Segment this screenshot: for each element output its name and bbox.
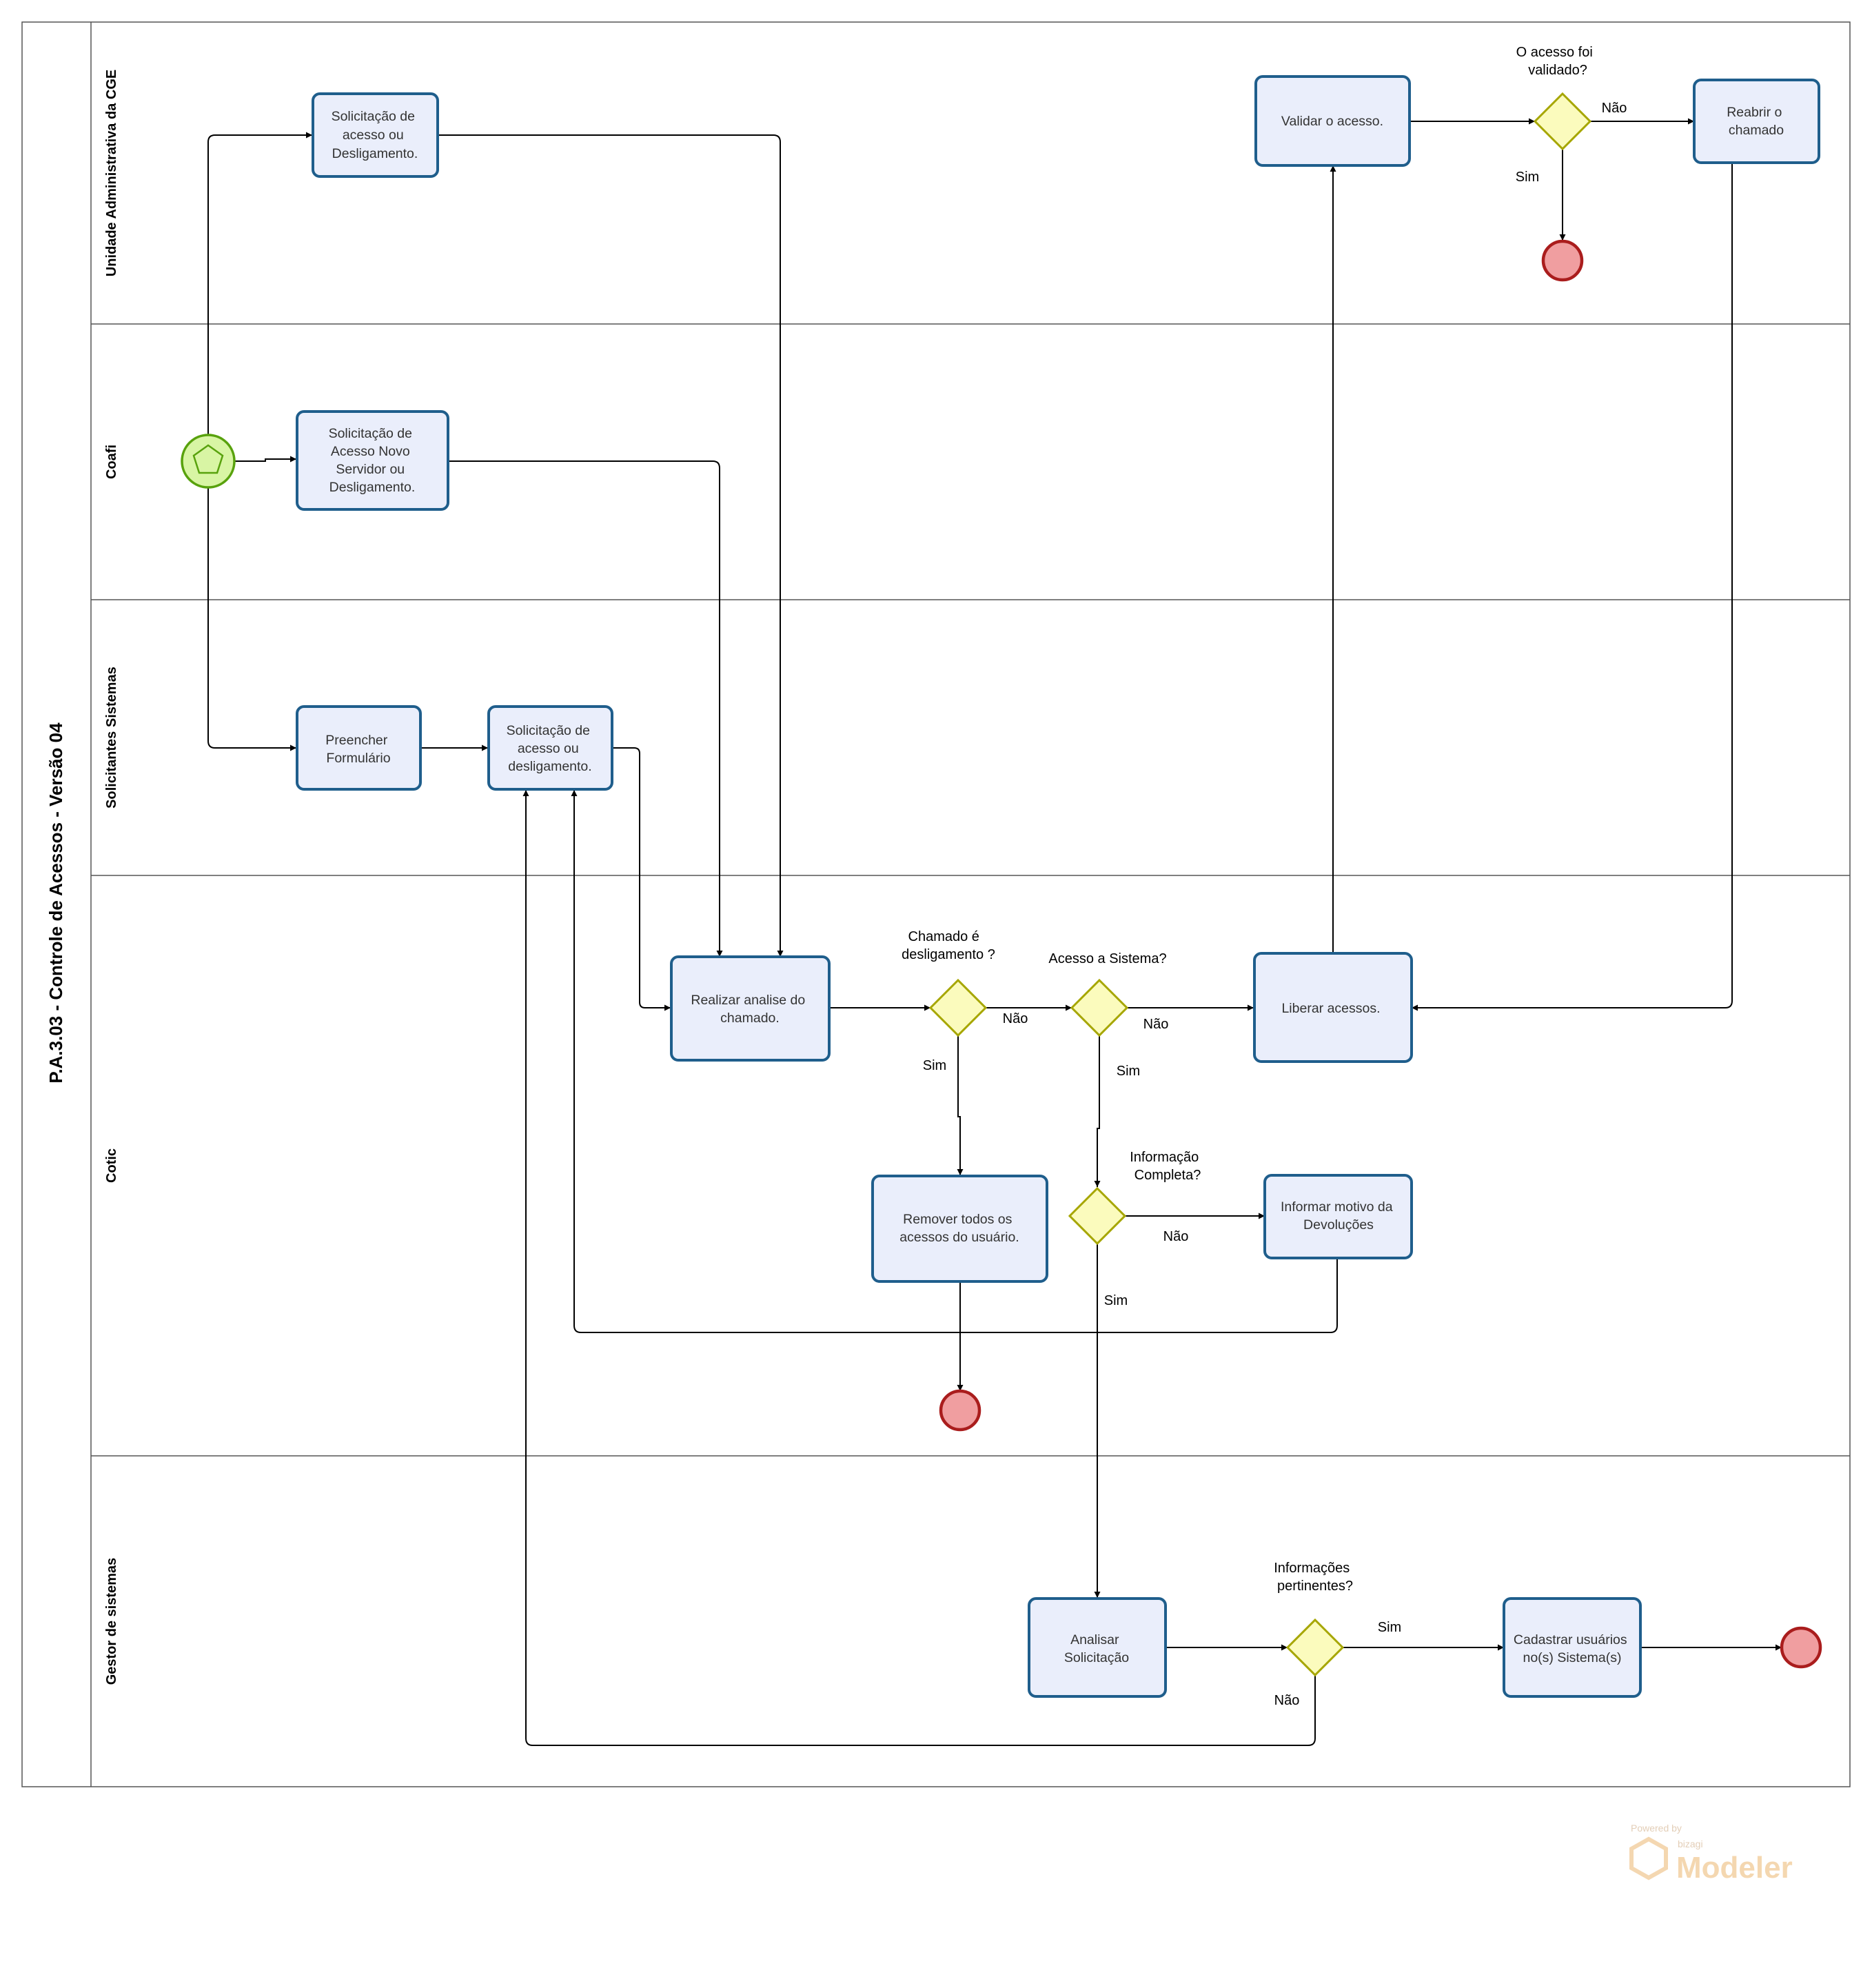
gateway-label: Acesso a Sistema? — [1048, 951, 1166, 966]
task-label: Solicitação de acesso ou desligamento. — [507, 723, 594, 774]
lane-title-gestor: Gestor de sistemas — [104, 1558, 119, 1685]
end-event-validated[interactable] — [1541, 239, 1584, 282]
gateway-label: Informações pertinentes? — [1274, 1561, 1354, 1594]
pentagon-icon — [192, 444, 224, 474]
task-analisar-solicitacao[interactable]: Analisar Solicitação — [1028, 1597, 1167, 1698]
task-label: Realizar analise do chamado. — [691, 993, 808, 1026]
task-preencher-formulario[interactable]: Preencher Formulário — [296, 705, 422, 791]
gateway-desligamento[interactable]: Chamado é desligamento ? — [902, 929, 995, 1037]
pool-frame — [21, 21, 1851, 1787]
gateway-informacoes-pertinentes[interactable]: Informações pertinentes? — [1274, 1561, 1354, 1677]
flow-label-sim: Sim — [1117, 1064, 1140, 1079]
task-validar-acesso[interactable]: Validar o acesso. — [1254, 75, 1411, 167]
lane-title-coafi: Coafi — [104, 445, 119, 479]
flow-label-nao: Não — [1274, 1693, 1300, 1708]
flow-label-sim: Sim — [1516, 170, 1539, 185]
task-solicitacao-coafi[interactable]: Solicitação de Acesso Novo Servidor ou D… — [296, 410, 449, 511]
end-event-cadastro[interactable] — [1780, 1626, 1822, 1669]
sequence-flows — [207, 118, 1782, 1746]
lane-title-ua-cge: Unidade Administrativa da CGE — [104, 70, 119, 276]
bizagi-watermark: Powered by bizagi Modeler — [1629, 1823, 1793, 1885]
task-solicitacao-ua[interactable]: Solicitação de acesso ou Desligamento. — [312, 92, 439, 178]
gateway-label: Informação Completa? — [1130, 1150, 1203, 1183]
task-solicitacao-sistemas[interactable]: Solicitação de acesso ou desligamento. — [487, 705, 613, 791]
gateway-label: Chamado é desligamento ? — [902, 929, 995, 962]
task-label: Informar motivo da Devoluções — [1281, 1199, 1396, 1233]
gateway-acesso-validado[interactable]: O acesso foi validado? — [1516, 45, 1597, 151]
svg-text:bizagi: bizagi — [1678, 1838, 1703, 1849]
svg-text:Powered by: Powered by — [1631, 1823, 1682, 1834]
flow-label-sim: Sim — [923, 1058, 946, 1073]
flow-label-nao: Não — [1602, 101, 1627, 116]
flow-label-sim: Sim — [1378, 1620, 1401, 1635]
task-label: Reabrir o chamado — [1727, 105, 1786, 138]
task-label: Cadastrar usuários no(s) Sistema(s) — [1514, 1632, 1631, 1665]
task-label: Solicitação de acesso ou Desligamento. — [332, 109, 419, 161]
end-event-desligamento[interactable] — [939, 1389, 981, 1432]
flow-label-nao: Não — [1163, 1229, 1189, 1244]
start-event[interactable] — [181, 434, 236, 489]
bizagi-logo-icon — [1629, 1836, 1668, 1880]
task-label: Preencher Formulário — [325, 733, 391, 766]
flow-label-nao: Não — [1143, 1017, 1169, 1032]
task-cadastrar-usuarios[interactable]: Cadastrar usuários no(s) Sistema(s) — [1503, 1597, 1642, 1698]
task-label: Remover todos os acessos do usuário. — [899, 1212, 1019, 1245]
svg-text:Modeler: Modeler — [1676, 1851, 1793, 1885]
pool-title: P.A.3.03 - Controle de Acessos - Versão … — [45, 722, 66, 1084]
task-liberar-acessos[interactable]: Liberar acessos. — [1253, 952, 1413, 1063]
task-label: Analisar Solicitação — [1064, 1632, 1129, 1665]
task-label: Validar o acesso. — [1281, 114, 1383, 129]
gateway-label: O acesso foi validado? — [1516, 45, 1597, 78]
task-realizar-analise[interactable]: Realizar analise do chamado. — [670, 955, 831, 1062]
task-remover-acessos[interactable]: Remover todos os acessos do usuário. — [871, 1175, 1048, 1283]
lane-title-cotic: Cotic — [104, 1148, 119, 1183]
gateway-acesso-sistema[interactable]: Acesso a Sistema? — [1048, 951, 1167, 1037]
task-label: Solicitação de Acesso Novo Servidor ou D… — [329, 426, 416, 495]
flow-label-nao: Não — [1003, 1011, 1028, 1026]
task-label: Liberar acessos. — [1281, 1001, 1380, 1016]
flow-label-sim: Sim — [1104, 1293, 1128, 1308]
task-reabrir-chamado[interactable]: Reabrir o chamado — [1693, 79, 1820, 164]
lane-title-solicitantes: Solicitantes Sistemas — [104, 667, 119, 809]
task-informar-motivo[interactable]: Informar motivo da Devoluções — [1263, 1174, 1413, 1259]
gateway-informacao-completa[interactable]: Informação Completa? — [1068, 1150, 1203, 1246]
